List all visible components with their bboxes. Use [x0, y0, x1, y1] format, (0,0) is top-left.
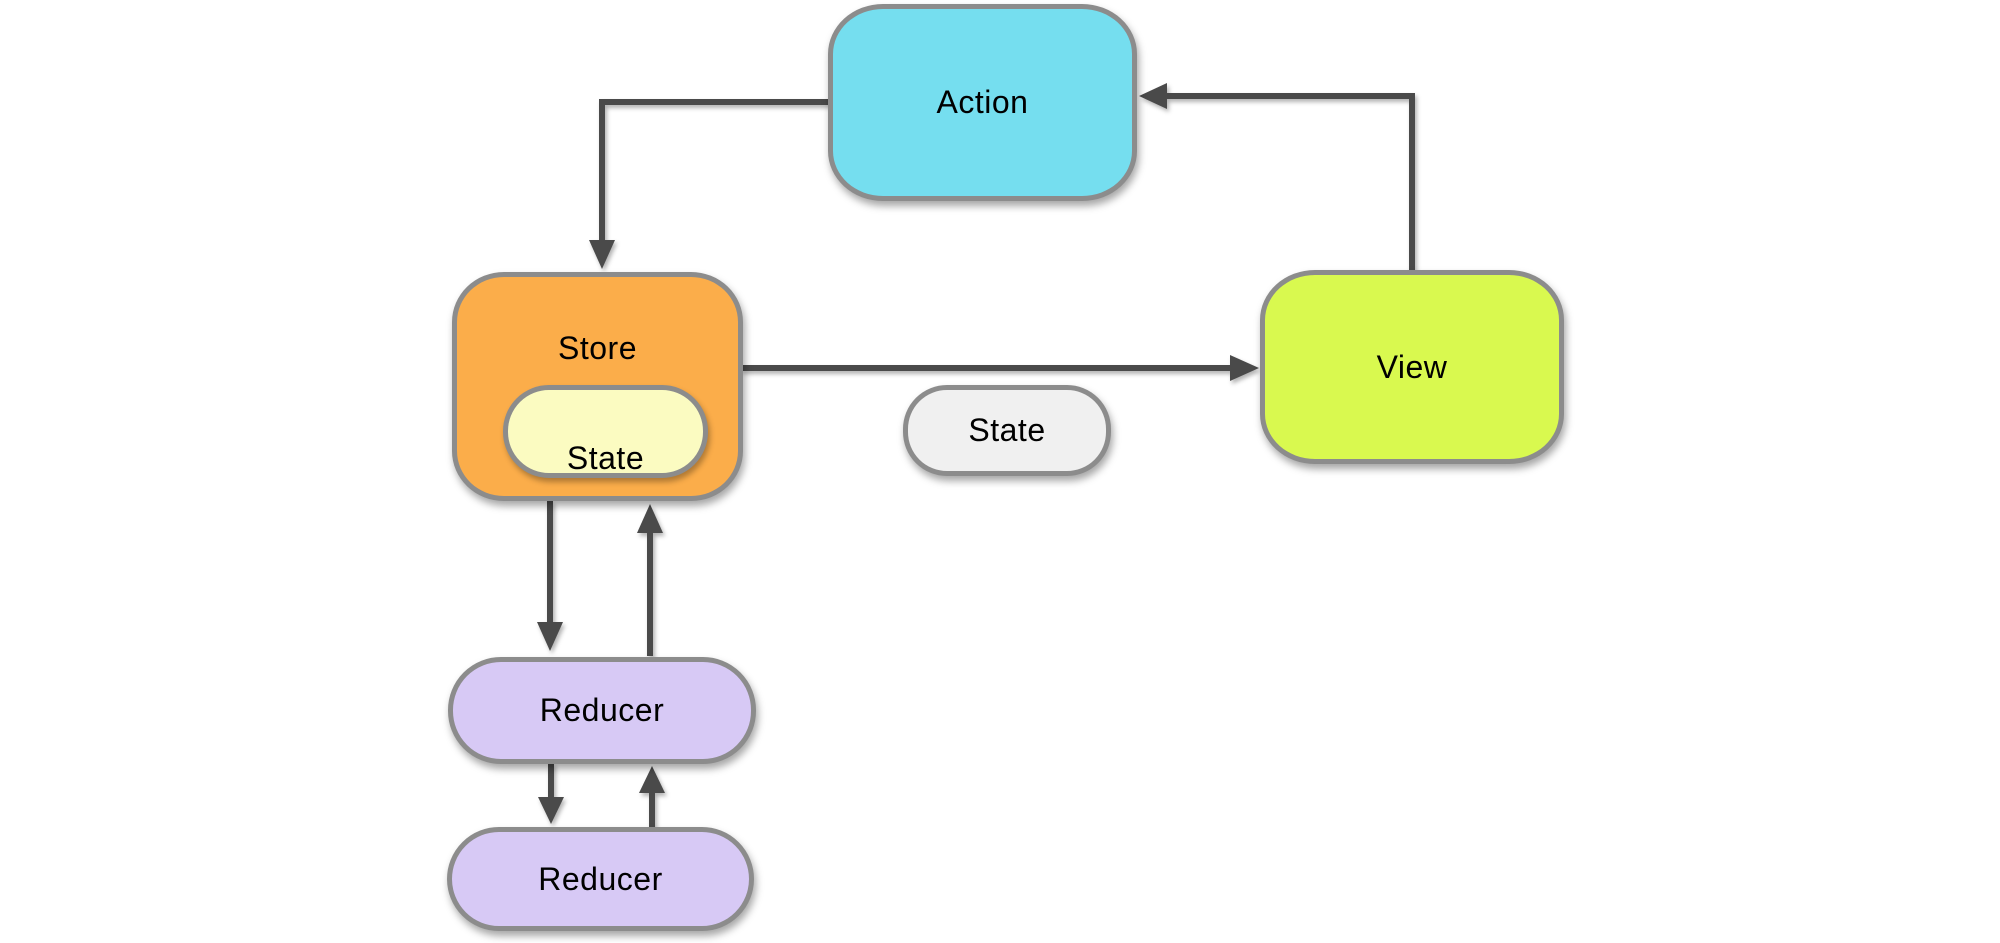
node-state-in-store: State: [503, 385, 708, 478]
node-view-label: View: [1376, 348, 1448, 385]
node-action-label: Action: [936, 84, 1029, 120]
node-state-in-store-label: State: [566, 439, 645, 476]
node-reducer-2-label: Reducer: [538, 860, 663, 897]
arrow-reducer-to-store: [637, 504, 663, 656]
node-state-label: State: [968, 412, 1046, 448]
arrow-view-to-action: [1139, 83, 1415, 272]
node-view: View: [1260, 270, 1564, 464]
node-store-label: Store: [558, 330, 637, 366]
arrow-reducer2-to-reducer1: [639, 766, 665, 828]
node-reducer-1-label: Reducer: [539, 692, 665, 728]
arrow-store-to-reducer: [537, 501, 563, 651]
arrow-store-to-view: [741, 355, 1259, 381]
node-reducer-1: Reducer: [448, 657, 756, 764]
arrow-reducer1-to-reducer2: [538, 763, 564, 824]
node-reducer-2: Reducer: [447, 827, 754, 931]
node-action: Action: [828, 4, 1137, 201]
node-store: Store State: [452, 272, 743, 501]
node-state: State: [903, 385, 1111, 476]
arrow-action-to-store: [589, 99, 831, 269]
